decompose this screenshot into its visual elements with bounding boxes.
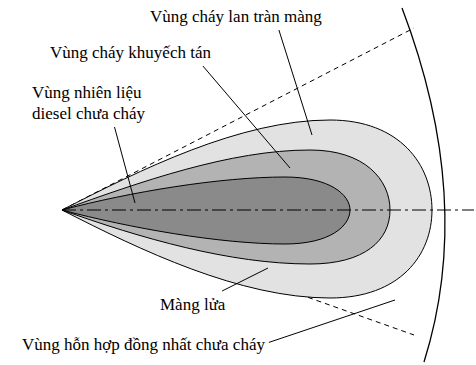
- middle-zone: [62, 150, 390, 264]
- leader-line: [279, 30, 312, 135]
- zone-label: Vùng cháy lan tràn màng: [150, 6, 322, 27]
- zone-label: Vùng cháy khuyếch tán: [50, 42, 211, 63]
- leader-line: [203, 66, 290, 168]
- leader-line: [222, 268, 268, 291]
- zone-label: Vùng nhiên liệu diesel chưa cháy: [32, 82, 182, 124]
- leader-line: [269, 300, 395, 342]
- leader-line: [115, 127, 136, 203]
- zone-label: Vùng hỗn hợp đồng nhất chưa cháy: [22, 334, 265, 355]
- zone-label: Màng lửa: [160, 294, 225, 315]
- axis-line: [62, 210, 474, 211]
- outer-zone: [62, 120, 432, 298]
